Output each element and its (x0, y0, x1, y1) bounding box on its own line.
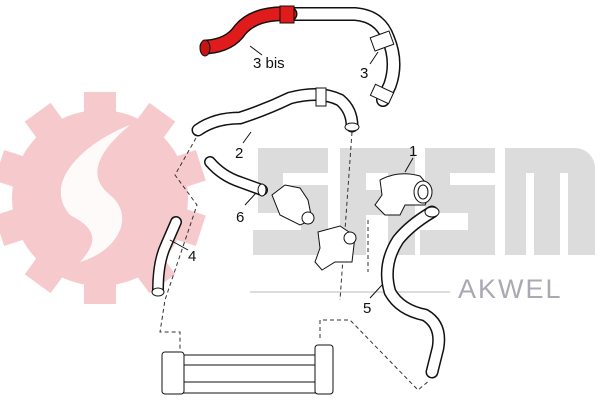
gear-tooth (24, 102, 69, 146)
hose-6 (204, 156, 268, 197)
label-leaders (169, 45, 414, 299)
part-1-elbow (374, 173, 433, 216)
hose-3 (283, 7, 401, 107)
gear-tooth (167, 150, 206, 190)
gear-tooth (84, 274, 116, 304)
gear-tooth (24, 250, 69, 294)
label-part-3-bis: 3 bis (253, 55, 285, 72)
label-part-2: 2 (235, 145, 243, 162)
label-part-6: 6 (236, 209, 244, 226)
assembly-dashed-lines (159, 131, 431, 391)
hose-4 (151, 216, 182, 297)
intercooler (161, 344, 334, 395)
gear-tooth (131, 102, 176, 146)
label-part-4: 4 (188, 248, 196, 265)
hose-3-bis-highlighted (199, 5, 298, 57)
label-part-1: 1 (409, 143, 417, 160)
gear-tooth (84, 92, 116, 122)
gear-tooth (0, 150, 33, 190)
hose-2 (191, 87, 360, 137)
hose-5 (380, 205, 446, 379)
label-part-5: 5 (363, 300, 371, 317)
gear-tooth (0, 206, 33, 246)
brand-akwel: AKWEL (458, 274, 563, 304)
valve-housing (271, 184, 357, 271)
label-part-3: 3 (360, 65, 368, 82)
brand-gear-logo (0, 92, 206, 304)
